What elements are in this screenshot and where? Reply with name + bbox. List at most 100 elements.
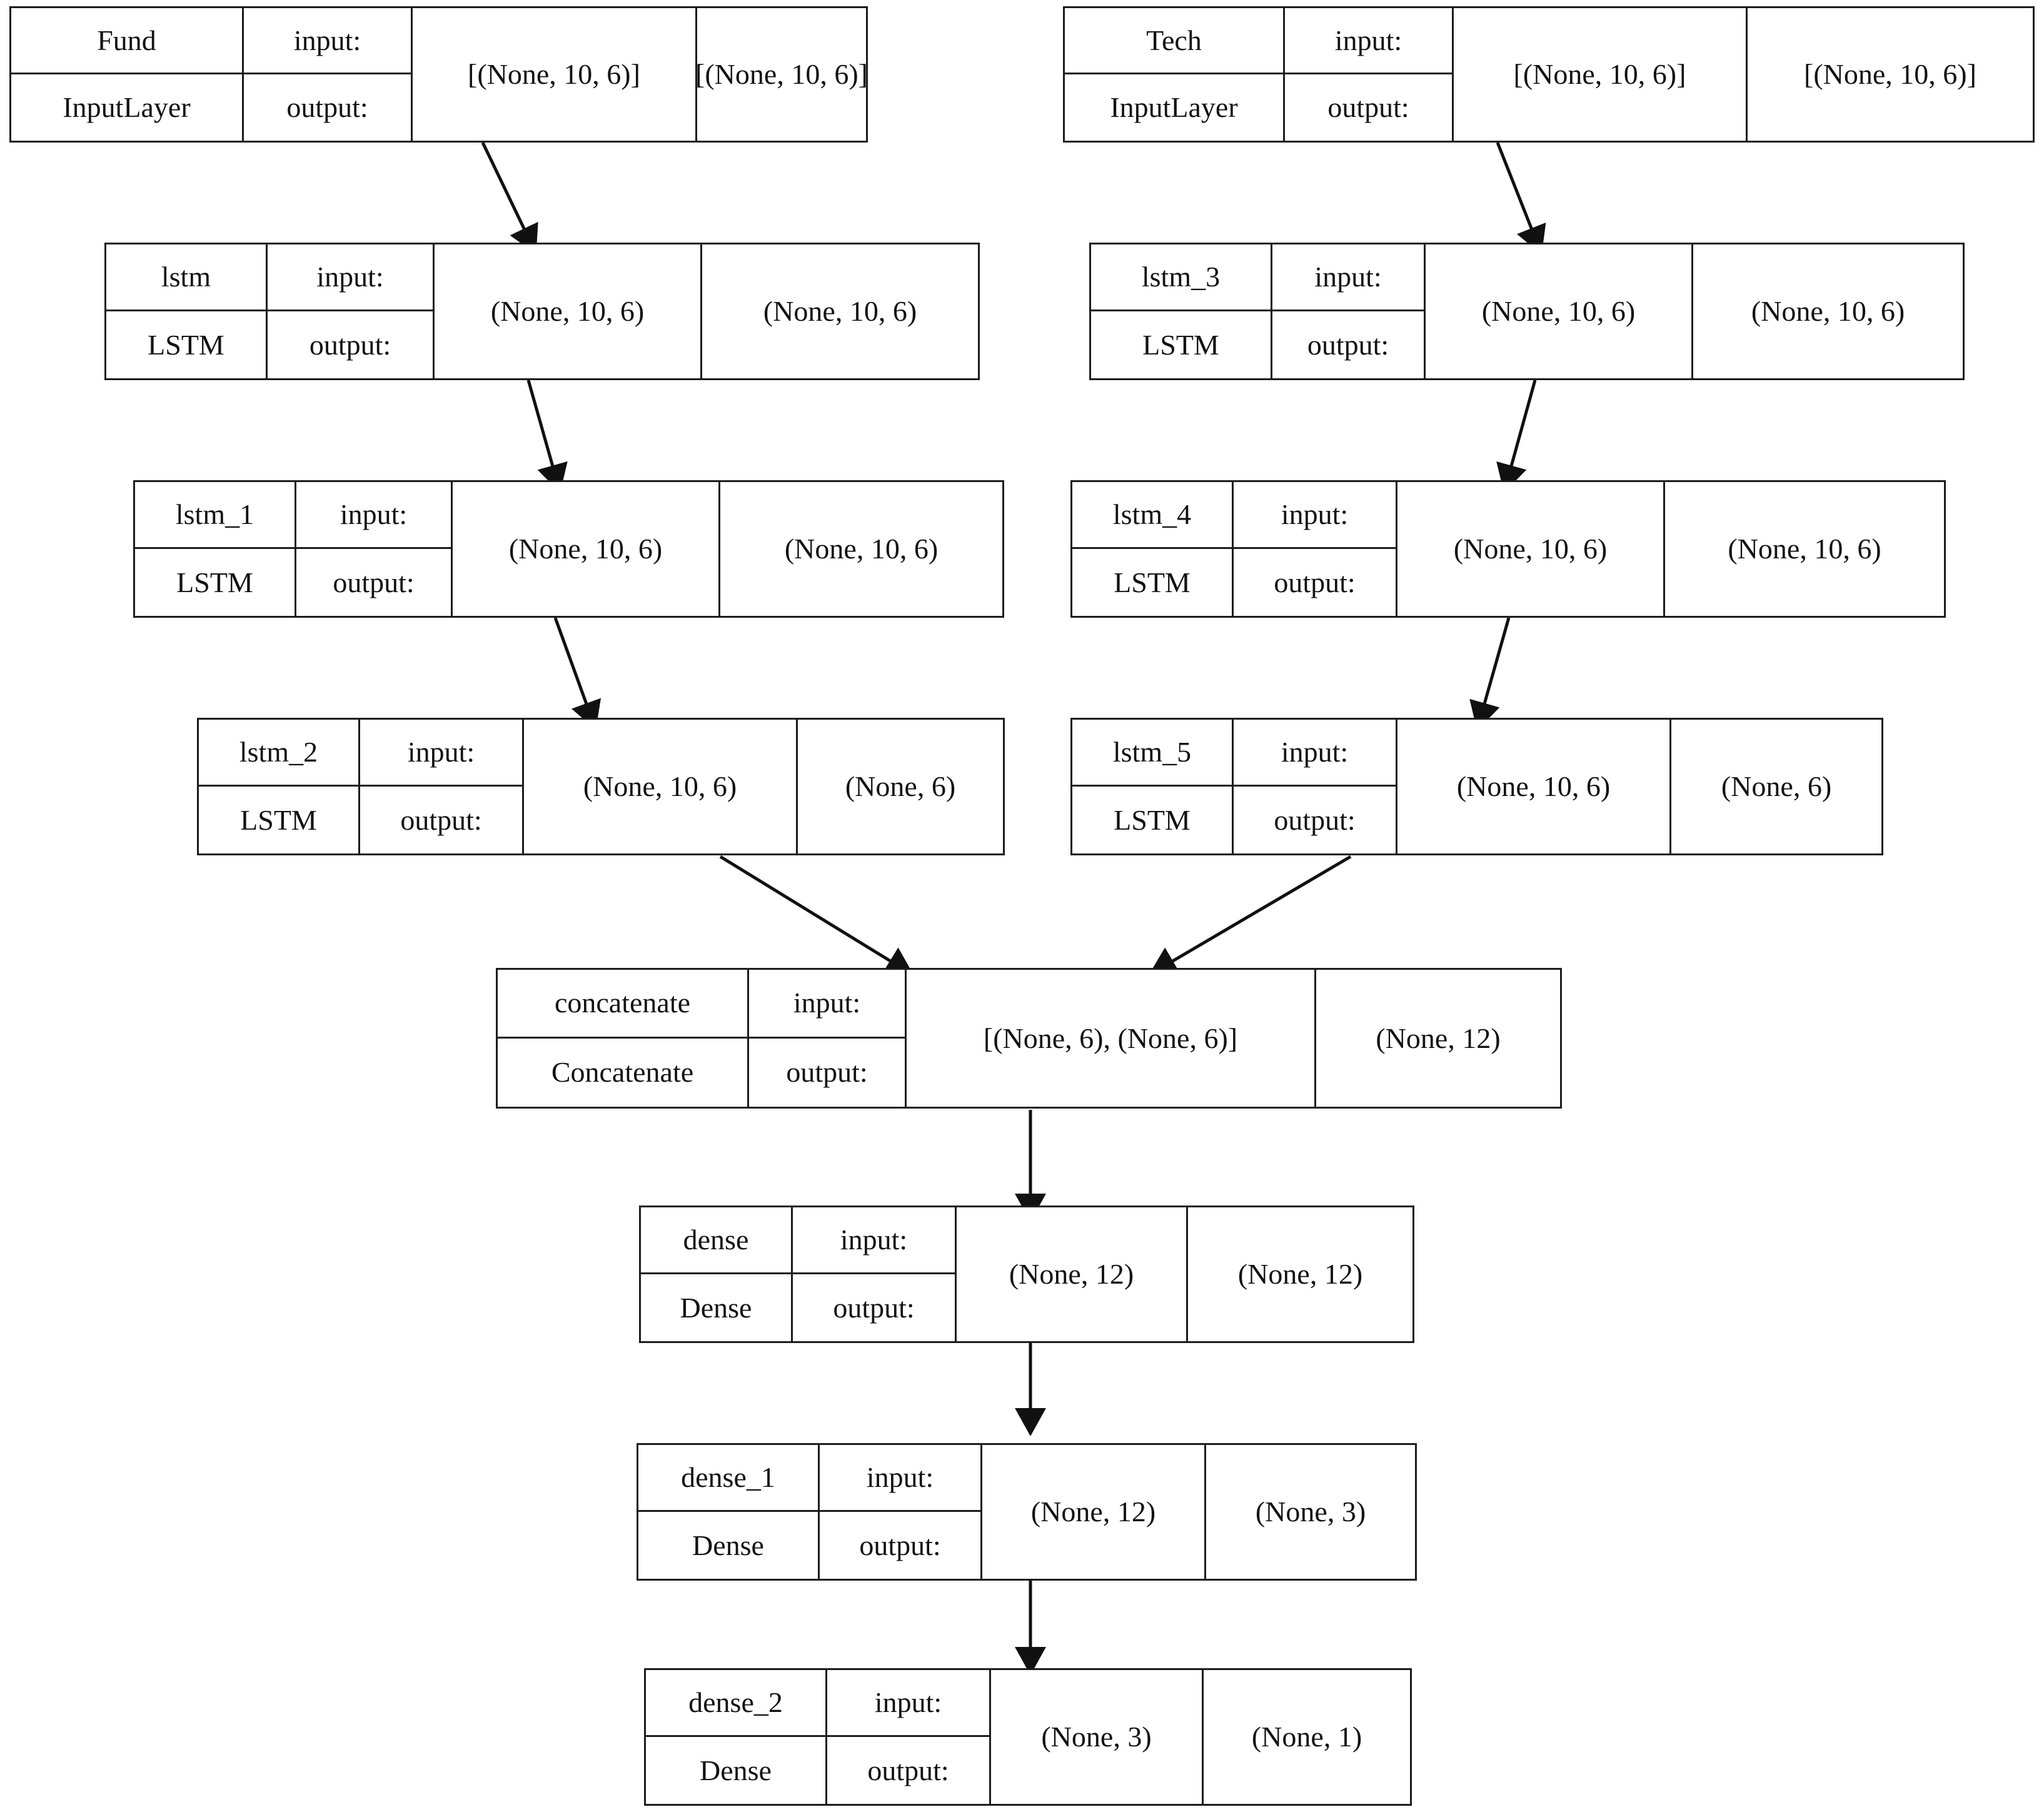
node-dense-2-titles: dense_2 Dense (646, 1670, 827, 1804)
node-lstm-1-input-label: input: (296, 482, 451, 549)
node-dense-2-input-label: input: (827, 1670, 989, 1737)
node-lstm-3-class: LSTM (1142, 328, 1219, 361)
node-lstm-1-input-shape-col: (None, 10, 6) (453, 482, 720, 616)
node-tech-input-titles: Tech InputLayer (1065, 8, 1285, 141)
node-fund-input[interactable]: Fund InputLayer input: output: [(None, 1… (9, 6, 868, 143)
node-dense-io-labels: input: output: (793, 1207, 957, 1341)
node-lstm-1-output-shape: (None, 10, 6) (784, 533, 939, 565)
node-dense-1[interactable]: dense_1 Dense input: output: (None, 12) … (637, 1443, 1417, 1581)
node-lstm-3-output-shape-col: (None, 10, 6) (1693, 244, 1963, 378)
node-lstm-output-label: output: (309, 328, 391, 361)
node-concatenate[interactable]: concatenate Concatenate input: output: [… (496, 968, 1562, 1109)
node-lstm-3[interactable]: lstm_3 LSTM input: output: (None, 10, 6)… (1089, 243, 1965, 380)
node-lstm-5-input-shape: (None, 10, 6) (1456, 770, 1611, 802)
node-lstm-1-titles: lstm_1 LSTM (135, 482, 296, 616)
node-dense-1-name: dense_1 (638, 1445, 818, 1512)
node-dense-input-shape-col: (None, 12) (957, 1207, 1188, 1341)
edge-lstm-to-lstm-1 (526, 380, 568, 493)
node-dense-2-name: dense_2 (646, 1670, 825, 1737)
node-lstm-2-titles: lstm_2 LSTM (199, 720, 360, 853)
node-lstm-4-io-labels: input: output: (1234, 482, 1397, 616)
node-concatenate-titles: concatenate Concatenate (498, 970, 749, 1107)
node-lstm-5-output-label: output: (1274, 803, 1356, 836)
node-dense-2-output-shape: (None, 1) (1251, 1721, 1362, 1753)
node-lstm-2-input-shape: (None, 10, 6) (583, 770, 737, 802)
node-fund-input-output-shape: [(None, 10, 6)] (695, 58, 868, 90)
node-dense-1-output-shape-col: (None, 3) (1206, 1445, 1415, 1579)
node-lstm-4-output-shape: (None, 10, 6) (1728, 533, 1881, 565)
node-lstm-1-io-labels: input: output: (296, 482, 453, 616)
node-dense-2-input-shape: (None, 3) (1041, 1721, 1152, 1753)
node-concatenate-io-labels: input: output: (749, 970, 907, 1107)
node-tech-input[interactable]: Tech InputLayer input: output: [(None, 1… (1063, 6, 2035, 143)
edge-lstm-5-to-concatenate (1148, 855, 1352, 975)
node-lstm-input-label: input: (268, 244, 433, 311)
node-lstm-output-shape-col: (None, 10, 6) (702, 244, 978, 378)
node-lstm-5-input-label: input: (1234, 720, 1396, 787)
node-tech-input-name: Tech (1065, 8, 1283, 74)
node-lstm-4-name: lstm_4 (1072, 482, 1232, 549)
node-concatenate-output-shape: (None, 12) (1376, 1022, 1501, 1054)
node-lstm-5-titles: lstm_5 LSTM (1072, 720, 1234, 853)
node-dense-1-titles: dense_1 Dense (638, 1445, 820, 1579)
node-lstm-3-input-shape: (None, 10, 6) (1481, 295, 1636, 327)
node-concatenate-input-shape-col: [(None, 6), (None, 6)] (907, 970, 1316, 1107)
node-tech-input-input-shape: [(None, 10, 6)] (1513, 58, 1686, 90)
node-dense-output-label: output: (833, 1291, 915, 1324)
node-dense-class: Dense (680, 1291, 752, 1324)
node-lstm-5-class: LSTM (1114, 803, 1191, 836)
node-lstm-3-output-label: output: (1307, 328, 1389, 361)
node-dense-1-output-label: output: (859, 1529, 941, 1561)
node-dense-titles: dense Dense (641, 1207, 793, 1341)
node-tech-input-output-label: output: (1327, 91, 1409, 123)
node-lstm-5-output-shape-col: (None, 6) (1671, 720, 1881, 853)
node-lstm-1-class: LSTM (176, 566, 253, 598)
node-lstm[interactable]: lstm LSTM input: output: (None, 10, 6) (… (104, 243, 980, 380)
node-lstm-3-input-label: input: (1272, 244, 1424, 311)
node-lstm-3-io-labels: input: output: (1272, 244, 1426, 378)
node-fund-input-output-label: output: (286, 91, 368, 123)
node-dense[interactable]: dense Dense input: output: (None, 12) (N… (639, 1205, 1414, 1343)
node-lstm-5-input-shape-col: (None, 10, 6) (1397, 720, 1671, 853)
node-lstm-1-input-shape: (None, 10, 6) (508, 533, 663, 565)
node-lstm-3-input-shape-col: (None, 10, 6) (1426, 244, 1693, 378)
node-dense-input-shape: (None, 12) (1009, 1258, 1134, 1290)
node-tech-input-input-shape-col: [(None, 10, 6)] (1454, 8, 1748, 141)
node-lstm-2[interactable]: lstm_2 LSTM input: output: (None, 10, 6)… (197, 718, 1005, 855)
node-lstm-input-shape: (None, 10, 6) (490, 295, 645, 327)
node-fund-input-class: InputLayer (63, 91, 191, 123)
node-lstm-5-output-shape: (None, 6) (1721, 770, 1832, 802)
node-lstm-4-output-shape-col: (None, 10, 6) (1665, 482, 1944, 616)
node-dense-1-input-label: input: (820, 1445, 980, 1512)
node-lstm-2-output-shape: (None, 6) (845, 770, 956, 802)
node-lstm-2-class: LSTM (240, 803, 317, 836)
node-tech-input-output-shape: [(None, 10, 6)] (1804, 58, 1976, 90)
node-fund-input-titles: Fund InputLayer (11, 8, 244, 141)
node-dense-2[interactable]: dense_2 Dense input: output: (None, 3) (… (644, 1668, 1412, 1806)
node-dense-2-class: Dense (700, 1754, 772, 1786)
node-lstm-4[interactable]: lstm_4 LSTM input: output: (None, 10, 6)… (1070, 480, 1946, 618)
node-lstm-3-name: lstm_3 (1091, 244, 1271, 311)
node-lstm-4-input-shape-col: (None, 10, 6) (1397, 482, 1665, 616)
node-fund-input-input-shape: [(None, 10, 6)] (468, 58, 640, 90)
node-concatenate-name: concatenate (498, 970, 747, 1039)
node-lstm-4-input-label: input: (1234, 482, 1396, 549)
node-dense-output-shape-col: (None, 12) (1188, 1207, 1412, 1341)
node-lstm-5[interactable]: lstm_5 LSTM input: output: (None, 10, 6)… (1070, 718, 1883, 855)
edge-lstm-1-to-lstm-2 (553, 617, 602, 730)
node-dense-1-output-shape: (None, 3) (1255, 1496, 1366, 1528)
node-lstm-1[interactable]: lstm_1 LSTM input: output: (None, 10, 6)… (133, 480, 1004, 618)
node-lstm-output-shape: (None, 10, 6) (763, 295, 917, 327)
node-lstm-4-output-label: output: (1274, 566, 1356, 598)
node-dense-2-output-shape-col: (None, 1) (1204, 1670, 1410, 1804)
node-concatenate-input-label: input: (749, 970, 905, 1039)
node-lstm-2-output-label: output: (400, 803, 482, 836)
node-tech-input-output-shape-col: [(None, 10, 6)] (1748, 8, 2033, 141)
edge-fund-input-to-lstm (481, 141, 538, 254)
node-concatenate-class: Concatenate (551, 1056, 694, 1089)
node-lstm-2-input-label: input: (360, 720, 522, 787)
node-fund-input-name: Fund (11, 8, 242, 74)
node-lstm-name: lstm (106, 244, 266, 311)
node-dense-1-input-shape: (None, 12) (1030, 1496, 1156, 1528)
node-lstm-2-output-shape-col: (None, 6) (798, 720, 1003, 853)
